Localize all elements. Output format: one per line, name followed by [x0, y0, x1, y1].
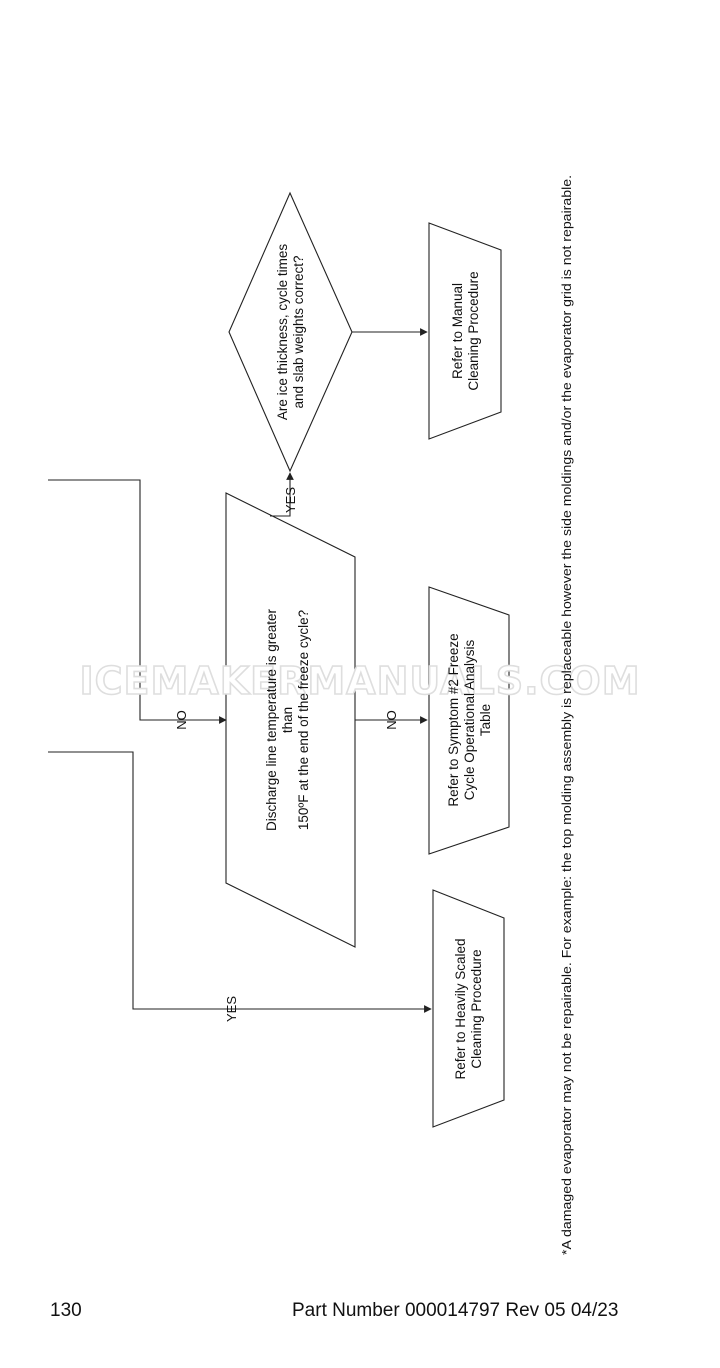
connector-top-left-incoming	[48, 479, 190, 721]
decision-discharge-line-3: 150ºF at the end of the freeze cycle?	[296, 610, 311, 830]
footnote: *A damaged evaporator may not be repaira…	[560, 175, 574, 1255]
box-heavy-line-2: Cleaning Procedure	[469, 949, 484, 1068]
decision-discharge-temp-text: Discharge line temperature is greater th…	[264, 608, 311, 831]
box-heavy-scaled-text: Refer to Heavily Scaled Cleaning Procedu…	[453, 938, 484, 1079]
decision-ice-thickness-shape	[228, 191, 353, 473]
decision-discharge-line-1: Discharge line temperature is greater	[264, 608, 279, 831]
label-no-right: NO	[384, 710, 399, 730]
box-symptom-analysis-shape	[428, 586, 510, 855]
decision-discharge-line-2: than	[280, 707, 295, 733]
box-manual-cleaning-text: Refer to Manual Cleaning Procedure	[450, 271, 481, 390]
box-symptom-line-2: Cycle Operational Analysis	[462, 639, 477, 800]
page-number: 130	[50, 1300, 82, 1321]
connector-bottom-left-incoming	[48, 751, 432, 1013]
box-manual-line-1: Refer to Manual	[450, 283, 465, 379]
box-manual-line-2: Cleaning Procedure	[466, 271, 481, 390]
box-symptom-line-3: Table	[478, 704, 493, 736]
decision-ice-thickness-text: Are ice thickness, cycle times and slab …	[275, 244, 306, 421]
box-symptom-line-1: Refer to Symptom #2 Freeze	[446, 633, 461, 806]
label-yes-bottom: YES	[224, 996, 239, 1022]
box-heavy-line-1: Refer to Heavily Scaled	[453, 938, 468, 1079]
part-number: Part Number 000014797 Rev 05 04/23	[292, 1300, 619, 1321]
decision-ice-line-2: and slab weights correct?	[291, 255, 306, 408]
box-heavy-scaled-shape	[432, 889, 505, 1128]
watermark: ICEMAKERMANUALS.COM	[79, 659, 640, 703]
label-no-left: NO	[174, 710, 189, 730]
box-symptom-analysis-text: Refer to Symptom #2 Freeze Cycle Operati…	[446, 633, 493, 806]
decision-discharge-temp-shape	[225, 492, 356, 948]
label-yes-top: YES	[283, 487, 298, 513]
decision-ice-line-1: Are ice thickness, cycle times	[275, 244, 290, 421]
connector-yes-to-ice-decision	[270, 472, 294, 517]
box-manual-cleaning-shape	[428, 222, 502, 440]
